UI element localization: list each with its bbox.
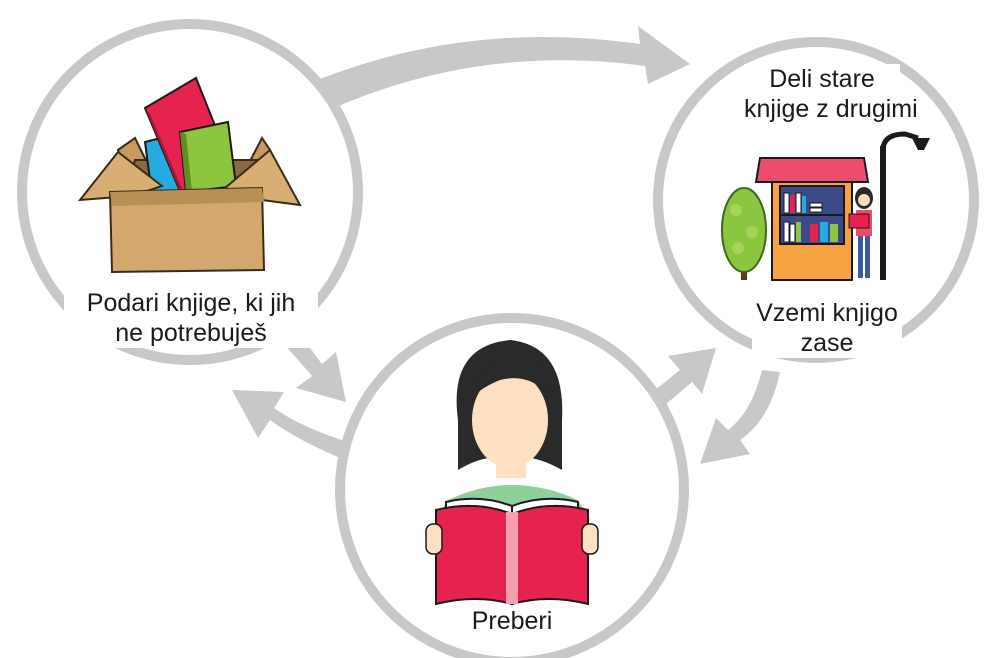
- donate-label-line2: ne potrebuješ: [115, 319, 267, 347]
- arrow-read-to-donate: [232, 390, 354, 462]
- box-of-books-illustration: [77, 76, 302, 274]
- read-label: Preberi: [452, 606, 572, 636]
- take-label-line2: zase: [800, 329, 854, 357]
- reading-woman-small-icon: [848, 187, 873, 278]
- share-label: Deli stare knjige z drugimi: [744, 64, 918, 124]
- share-label-line2: knjige z drugimi: [744, 95, 918, 123]
- tree-icon: [721, 187, 767, 280]
- take-label: Vzemi knjigo zase: [752, 298, 902, 358]
- donate-label-line1: Podari knjige, ki jih: [86, 289, 296, 317]
- donate-label: Podari knjige, ki jih ne potrebuješ: [64, 288, 318, 348]
- reading-person-illustration: [425, 340, 599, 606]
- street-lamp-icon: [880, 131, 930, 280]
- book-green-icon: [178, 120, 238, 194]
- open-book-icon: [435, 497, 589, 606]
- read-label-text: Preberi: [471, 607, 553, 635]
- share-label-line1: Deli stare: [769, 65, 875, 93]
- hands: [425, 523, 599, 555]
- take-label-line1: Vzemi knjigo: [756, 299, 898, 327]
- shelf-books: [783, 192, 838, 243]
- arrow-donate-to-share: [298, 26, 690, 118]
- arrow-take-to-read: [700, 370, 780, 464]
- book-kiosk-illustration: [721, 131, 930, 281]
